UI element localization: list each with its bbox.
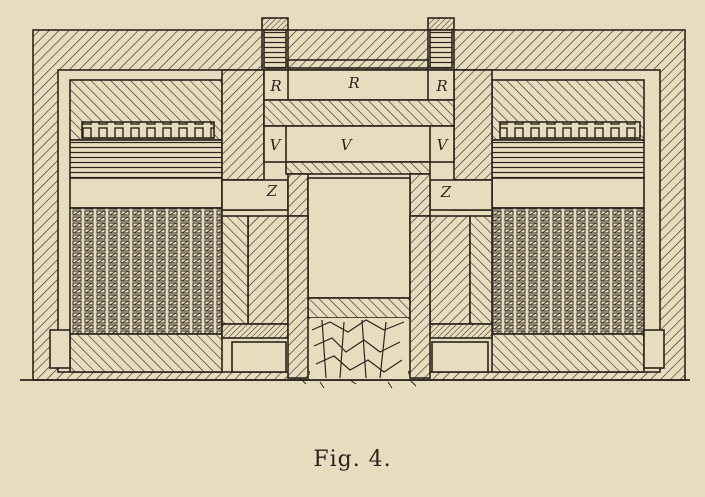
- r-chamber: [263, 59, 455, 127]
- region-labels: R R R V V V Z Z: [266, 74, 452, 201]
- label-z-left: Z: [266, 182, 278, 200]
- label-r-center: R: [347, 74, 359, 92]
- rubble-charge: [299, 318, 417, 389]
- sectional-diagram: R R R V V V Z Z: [20, 17, 690, 389]
- figure-caption: Fig. 4.: [313, 447, 392, 472]
- label-v-right: V: [437, 136, 450, 154]
- label-v-left: V: [270, 136, 283, 154]
- z-zones: [221, 173, 493, 217]
- central-cavity: [287, 177, 431, 379]
- v-chamber: [263, 125, 455, 175]
- right-coil-block: [491, 79, 665, 373]
- label-r-left: R: [269, 77, 281, 95]
- label-v-center: V: [341, 136, 354, 154]
- left-terminal: [261, 17, 289, 70]
- left-coil-block: [49, 79, 223, 373]
- label-z-right: Z: [440, 183, 452, 201]
- label-r-right: R: [435, 77, 447, 95]
- right-terminal: [427, 17, 455, 70]
